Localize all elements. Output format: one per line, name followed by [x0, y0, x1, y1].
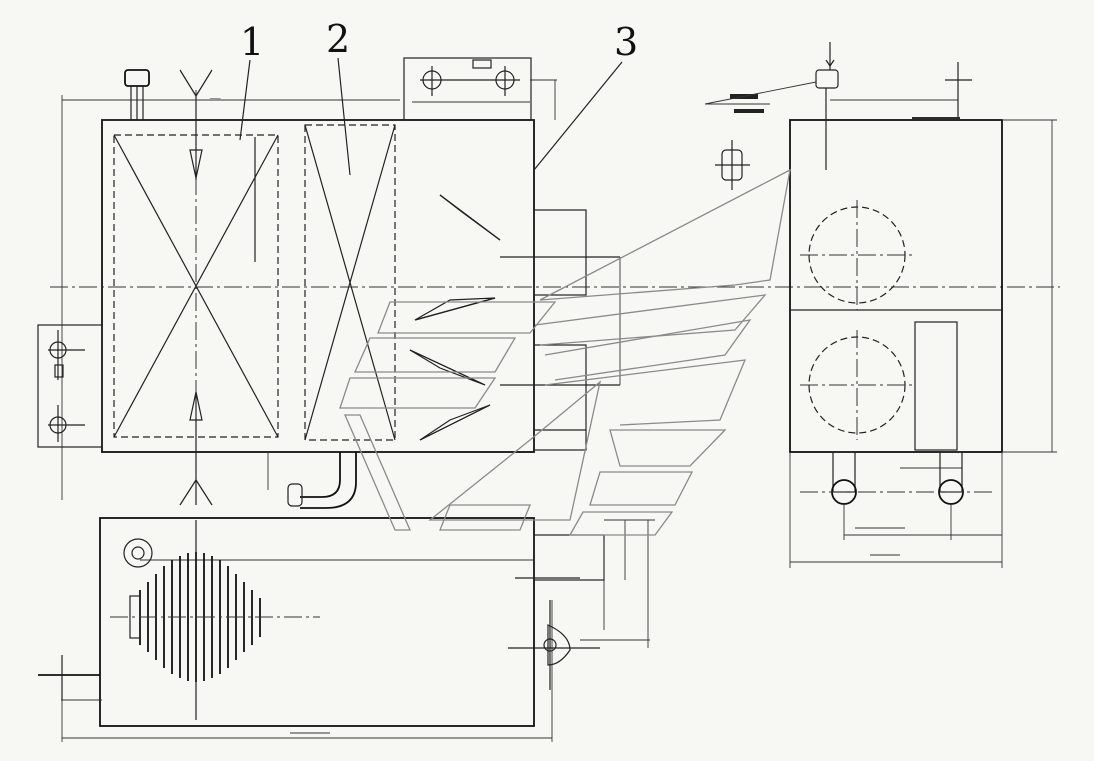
front-right-outlets — [500, 209, 621, 451]
callouts: 1 2 3 — [239, 17, 638, 176]
inlet-arrow-top — [179, 69, 213, 180]
finned-motor — [110, 520, 320, 720]
callout-3: 3 — [614, 20, 638, 64]
side-view-bottom-pipes — [789, 451, 1003, 568]
side-view-housing — [789, 62, 1057, 453]
svg-text:___: ___ — [209, 91, 221, 99]
bottom-right-fitting — [508, 519, 655, 690]
filter-module-2 — [304, 124, 396, 441]
top-dimension: ___ — [61, 91, 400, 500]
vent-cap — [124, 69, 150, 120]
side-view-top-sensor — [704, 42, 839, 170]
pulley — [123, 538, 153, 568]
callout-1: 1 — [240, 20, 264, 64]
left-flange — [37, 324, 103, 448]
flow-arrows — [409, 194, 501, 441]
watermark-graphic — [339, 168, 791, 536]
top-sensor-block — [403, 57, 557, 121]
callout-2: 2 — [326, 17, 350, 61]
dimension-ticks — [61, 99, 905, 734]
side-view-detail — [715, 140, 750, 190]
side-view-fans — [800, 200, 958, 451]
bottom-view-housing — [38, 517, 553, 742]
drain-pipe — [267, 452, 357, 509]
inlet-arrow-bottom — [179, 391, 213, 506]
